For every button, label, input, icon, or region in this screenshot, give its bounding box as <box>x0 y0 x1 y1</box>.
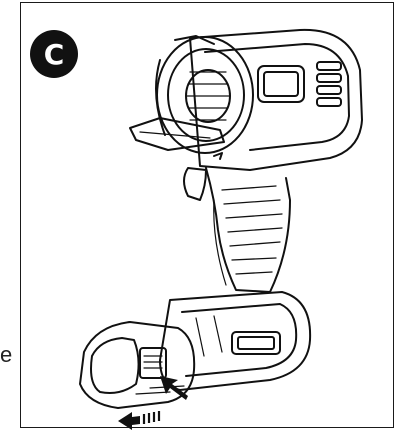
trigger <box>183 167 207 201</box>
slide-out-arrow-icon <box>118 411 161 430</box>
battery-base <box>159 291 312 391</box>
chuck-attachment <box>129 35 254 160</box>
cropped-side-text: e <box>0 342 13 367</box>
battery-pack <box>79 321 196 409</box>
figure-label-badge: C <box>30 30 78 78</box>
handle <box>205 167 291 293</box>
motor-housing <box>189 28 363 171</box>
press-arrow-icon <box>160 376 188 400</box>
